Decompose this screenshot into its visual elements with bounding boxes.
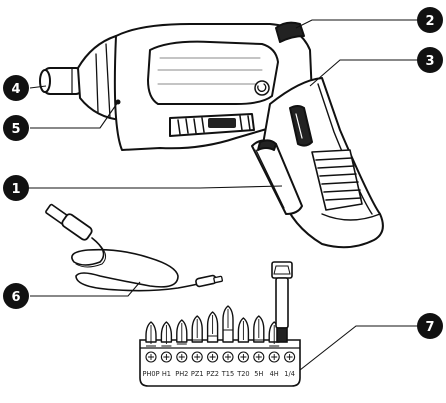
bit-label-5: PZ2	[206, 370, 219, 378]
callout-5: 5	[3, 115, 29, 141]
bit-tray	[140, 340, 300, 386]
svg-text:2: 2	[425, 14, 434, 29]
bit-label-6: T15	[221, 370, 234, 378]
bit-label-8: 5H	[254, 370, 263, 378]
callout-1: 1	[3, 175, 29, 201]
svg-text:7: 7	[425, 320, 434, 335]
svg-text:6: 6	[11, 290, 20, 305]
svg-text:4: 4	[11, 82, 20, 97]
callout-2: 2	[417, 7, 443, 33]
cordless-screwdriver	[40, 23, 383, 248]
bit-holder	[40, 68, 82, 94]
bit-label-7: T20	[236, 370, 249, 378]
usb-charging-cable	[45, 204, 222, 291]
svg-text:3: 3	[425, 54, 434, 69]
direction-switch-icon	[255, 81, 269, 95]
bit-label-10: 1/4	[284, 370, 295, 378]
callout-7: 7	[417, 313, 443, 339]
usb-a-plug	[45, 204, 93, 241]
svg-text:5: 5	[11, 122, 20, 137]
bit-label-1: PH0P	[142, 370, 159, 378]
bit-label-9: 4H	[270, 370, 279, 378]
svg-text:1: 1	[11, 182, 20, 197]
callout-3: 3	[417, 47, 443, 73]
bit-label-3: PH2	[175, 370, 188, 378]
bit-label-2: H1	[162, 370, 171, 378]
callout-6: 6	[3, 283, 29, 309]
callout-4: 4	[3, 75, 29, 101]
bit-label-4: PZ1	[191, 370, 204, 378]
micro-usb-plug	[195, 275, 222, 287]
